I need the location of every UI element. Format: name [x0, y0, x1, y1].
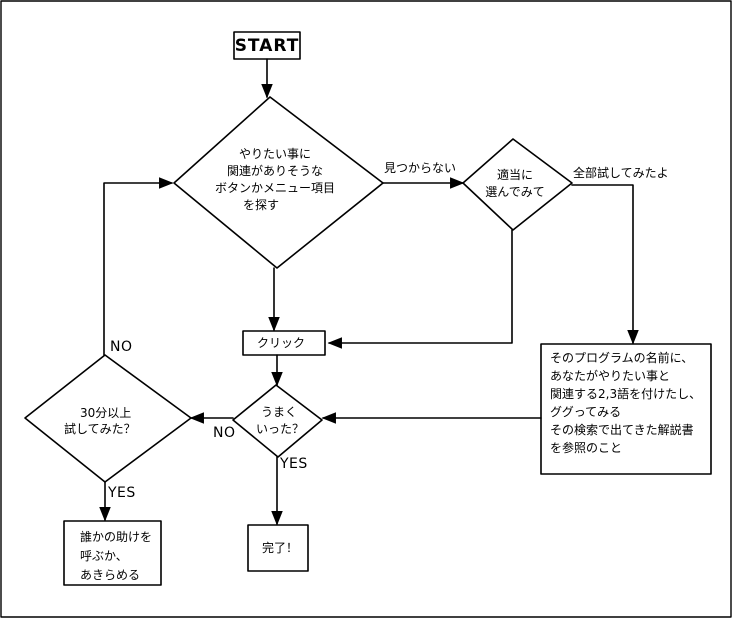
- decision-random-line-2: 選んでみて: [485, 185, 545, 199]
- decision-find-line-2: 関連がありそうな: [226, 164, 323, 178]
- help-line-3: あきらめる: [80, 568, 141, 582]
- decision-30min-line-2: 試してみた？: [64, 422, 136, 436]
- arrow-random-to-google: [571, 184, 639, 345]
- decision-random-shape: [462, 138, 573, 231]
- decision-worked-line-1: うまく: [261, 405, 298, 419]
- decision-find-line-3: ボタンかメニュー項目: [214, 181, 335, 195]
- decision-find-line-1: やりたい事に: [238, 147, 311, 161]
- google-line-6: を参照のこと: [550, 441, 623, 455]
- label-no-30min: NO: [110, 339, 133, 355]
- decision-random-line-1: 適当に: [496, 168, 533, 182]
- click-box: [242, 330, 326, 356]
- decision-find-shape: [173, 96, 384, 269]
- google-line-3: 関連する2,3語を付けたし、: [550, 387, 702, 401]
- label-yes-30min: YES: [108, 485, 136, 501]
- arrow-random-to-click: [327, 229, 513, 349]
- decision-worked-shape: [232, 384, 323, 458]
- label-tried-all: 全部試してみたよ: [573, 166, 669, 180]
- decision-worked-line-2: いった？: [256, 422, 305, 436]
- label-yes-worked: YES: [280, 456, 308, 472]
- done-box: [247, 524, 309, 572]
- done-label: 完了！: [262, 541, 299, 555]
- google-line-2: あなたがやりたい事と: [550, 369, 671, 383]
- decision-30min-line-1: 30分以上: [80, 406, 132, 420]
- google-line-1: そのプログラムの名前に、: [550, 351, 694, 365]
- click-label: クリック: [257, 336, 306, 350]
- help-box: [63, 520, 162, 586]
- help-line-1: 誰かの助けを: [80, 530, 153, 544]
- google-line-4: ググってみる: [550, 405, 622, 419]
- arrow-30min-to-find: [103, 177, 174, 356]
- google-line-5: その検索で出てきた解説書: [550, 423, 694, 437]
- label-not-found: 見つからない: [384, 161, 457, 175]
- decision-find-line-4: を探す: [243, 198, 280, 212]
- google-box: [540, 343, 712, 475]
- help-line-2: 呼ぶか、: [80, 549, 128, 563]
- label-no-worked: NO: [213, 425, 236, 441]
- start-label: START: [234, 36, 300, 56]
